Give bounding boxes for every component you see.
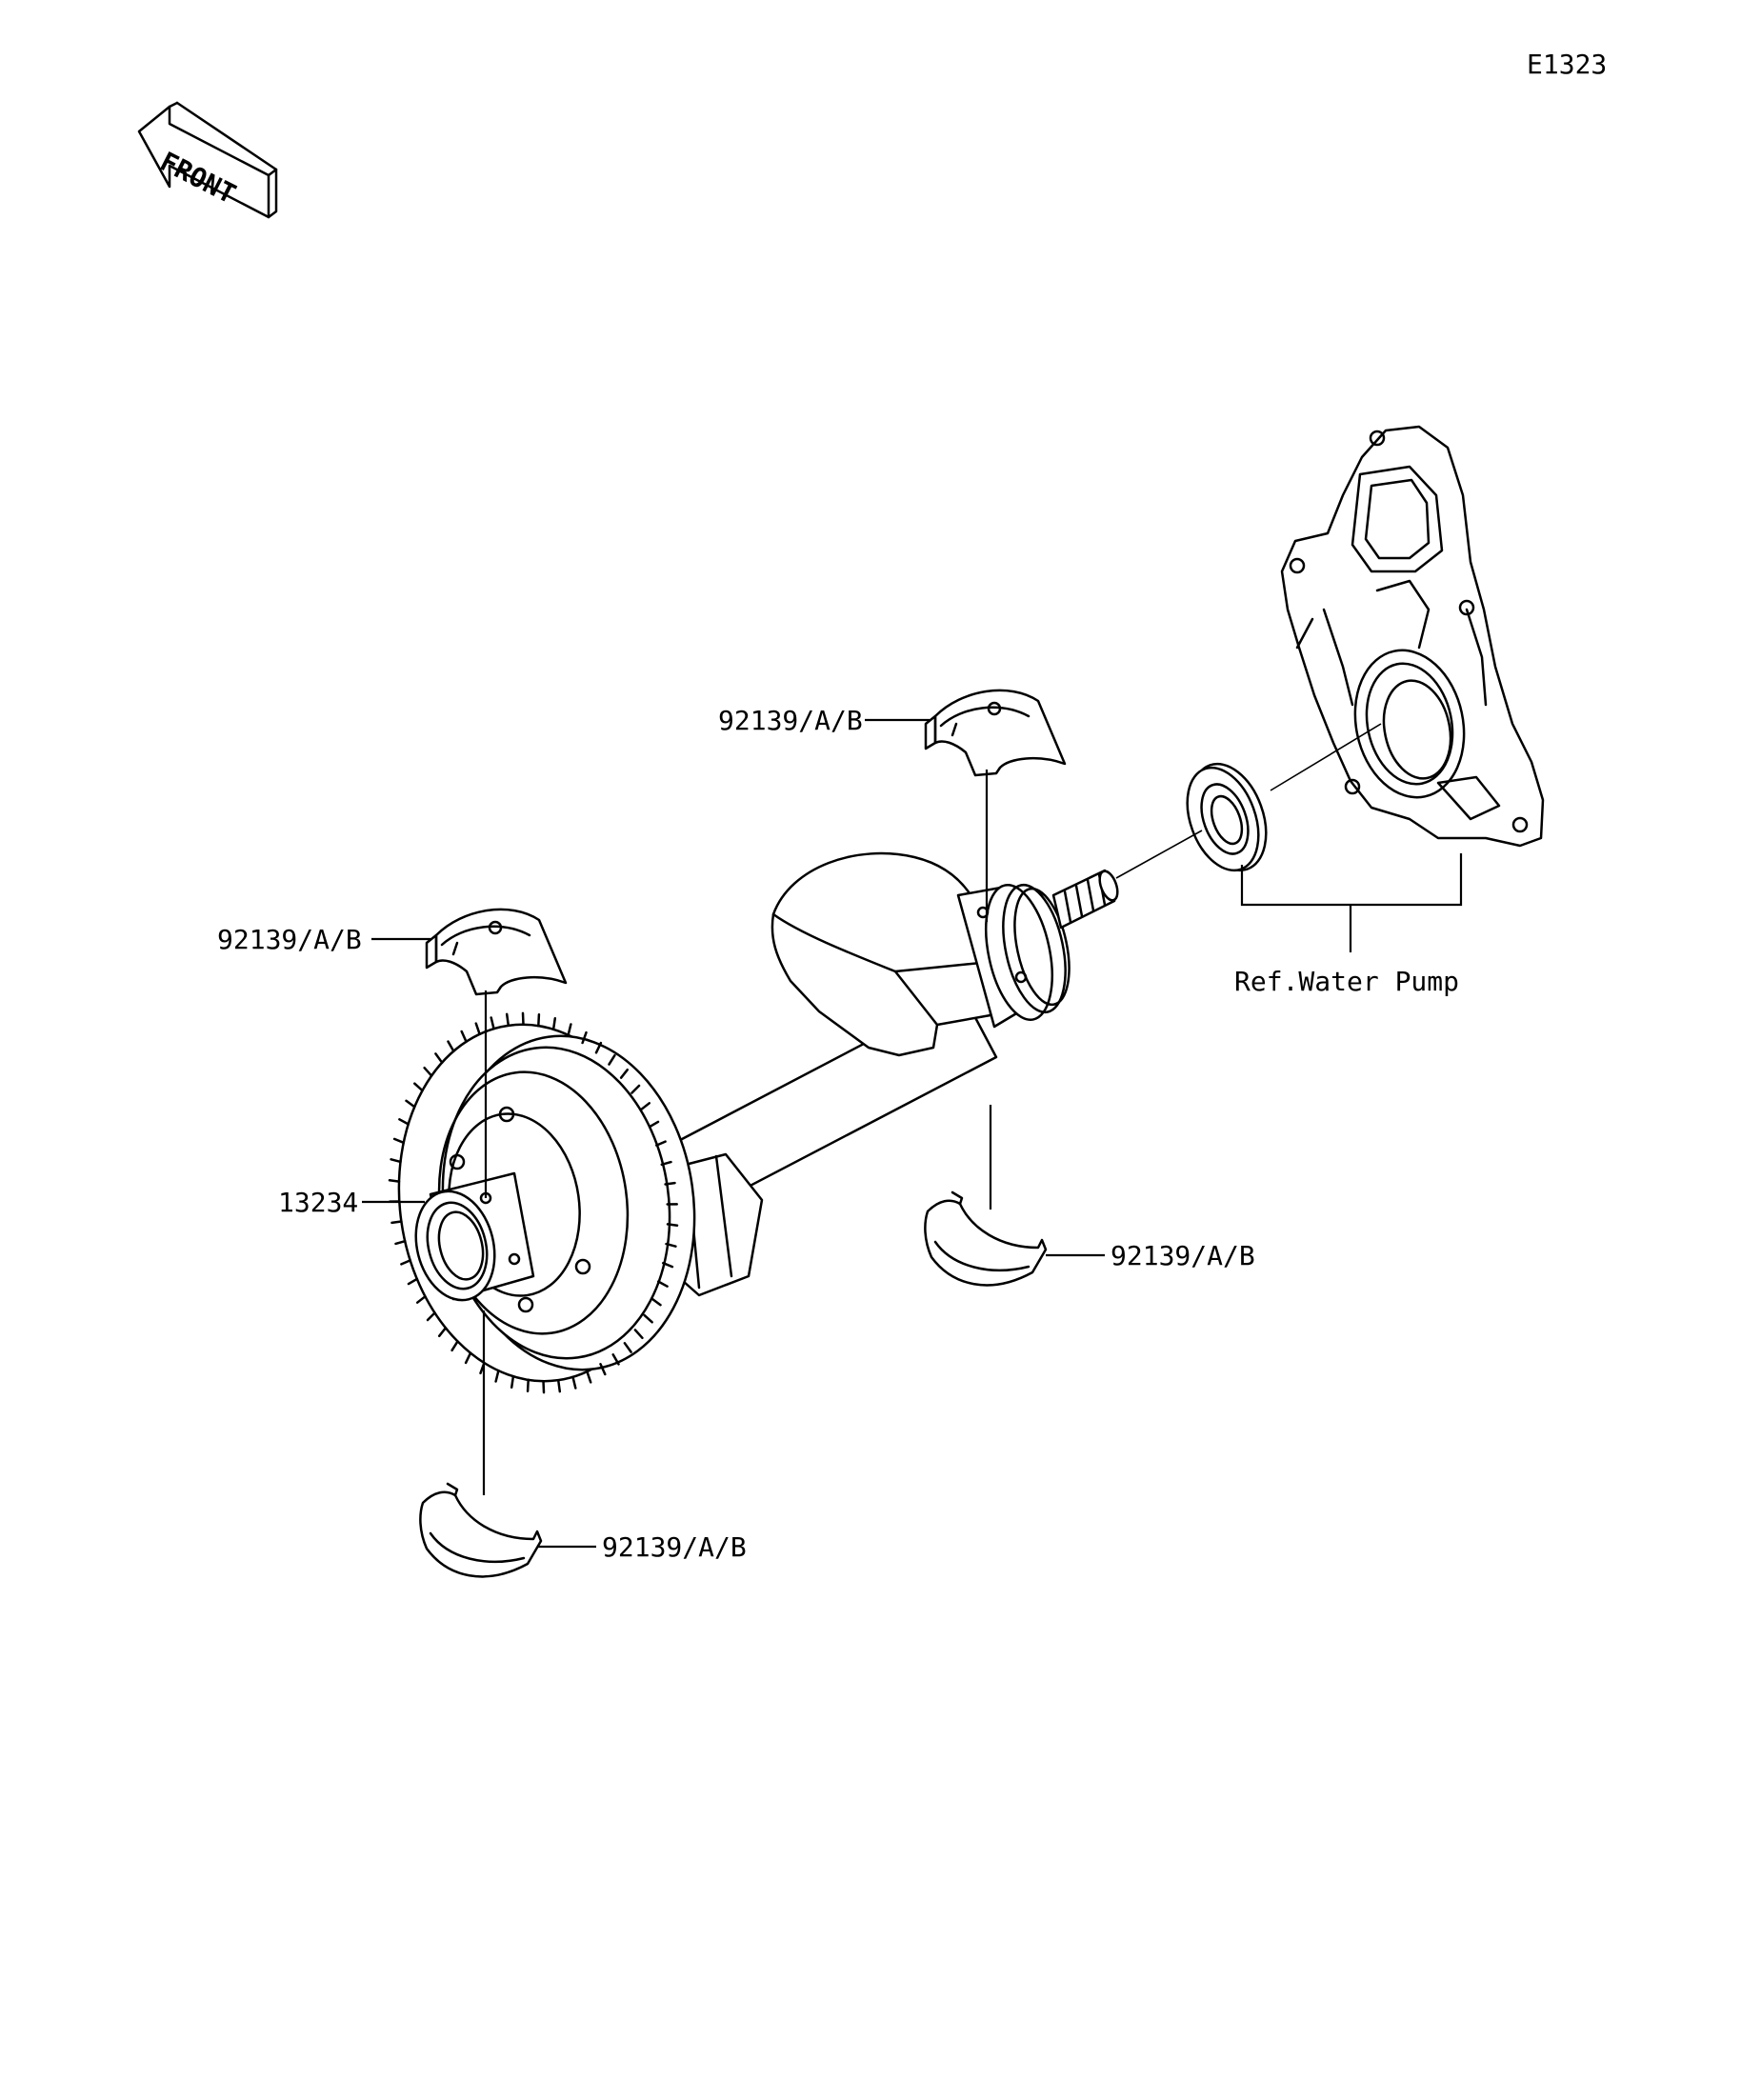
gear-tooth [526,1378,530,1392]
gear-tooth [571,1375,577,1390]
gear-tooth [398,1118,410,1126]
gear-tooth [594,1041,603,1054]
gear-tooth [392,1137,405,1145]
callout-ref-water-pump: Ref.Water Pump [1234,966,1459,997]
gear-tooth [434,1052,444,1064]
gear-tooth [586,1370,592,1384]
gear-tooth [405,1099,416,1109]
bearing-shell-top-center [924,689,1067,777]
gear-tooth [426,1311,436,1322]
gear-tooth [450,1340,459,1352]
gear-tooth [581,1030,588,1045]
gear-tooth [505,1012,510,1028]
gear-tooth [394,1239,407,1246]
gear-tooth [423,1066,433,1077]
callout-92139-top-left: 92139/A/B [217,924,362,955]
callout-92139-top-center: 92139/A/B [718,705,863,736]
gear-tooth [567,1023,572,1037]
gear-tooth [619,1068,630,1079]
gear-tooth [390,1220,403,1225]
gear-tooth [437,1327,448,1338]
gear-tooth [657,1280,669,1288]
gear-tooth [400,1259,411,1266]
gear-tooth [623,1342,632,1353]
gear-tooth [464,1351,472,1365]
gear-tooth [611,1353,620,1366]
gear-tooth [643,1313,653,1324]
leader-lines [362,718,1463,1549]
gear-tooth [556,1378,562,1393]
gear-tooth [388,1179,401,1183]
gear-tooth [666,1223,679,1227]
callout-92139-mid-right: 92139/A/B [1111,1240,1255,1271]
gear-tooth [390,1158,402,1164]
gear-tooth [608,1053,616,1066]
gear-teeth [388,1011,679,1394]
gear-tooth [664,1181,676,1186]
gear-tooth [415,1295,427,1304]
gear-tooth [551,1016,557,1031]
gear-tooth [630,1084,641,1094]
callout-92139-bottom-left: 92139/A/B [602,1531,747,1563]
balancer-gear [397,1023,696,1383]
gear-tooth [494,1369,500,1383]
gear-tooth [640,1102,651,1110]
gear-tooth [542,1379,546,1394]
gear-tooth [407,1277,419,1286]
gear-tooth [490,1016,495,1030]
gear-tooth [665,1242,677,1248]
gear-tooth [479,1361,486,1375]
gear-tooth [413,1082,424,1092]
diagram-code: E1323 [1527,49,1607,80]
callout-13234-gear: 13234 [278,1187,358,1218]
front-arrow-icon: FRONT [137,101,278,219]
bearing-shell-bottom-left [419,1482,543,1578]
balancer-shaft [622,851,1119,1297]
gear-tooth [537,1013,541,1028]
gear-tooth [660,1160,672,1167]
bearing-shell-mid-right [924,1190,1048,1287]
gear-tooth [655,1140,667,1147]
water-pump-cover [1280,425,1545,848]
gear-tooth [460,1030,468,1043]
gear-tooth [474,1022,481,1036]
gear-tooth [662,1261,674,1269]
gear-tooth [447,1040,455,1052]
oil-seal [1186,762,1268,872]
bearing-shell-top-left [425,908,568,996]
gear-tooth [633,1329,644,1340]
gear-tooth [510,1374,515,1390]
gear-tooth [650,1297,662,1307]
gear-tooth [521,1011,525,1027]
gear-tooth [648,1120,660,1129]
gear-tooth [599,1363,607,1376]
